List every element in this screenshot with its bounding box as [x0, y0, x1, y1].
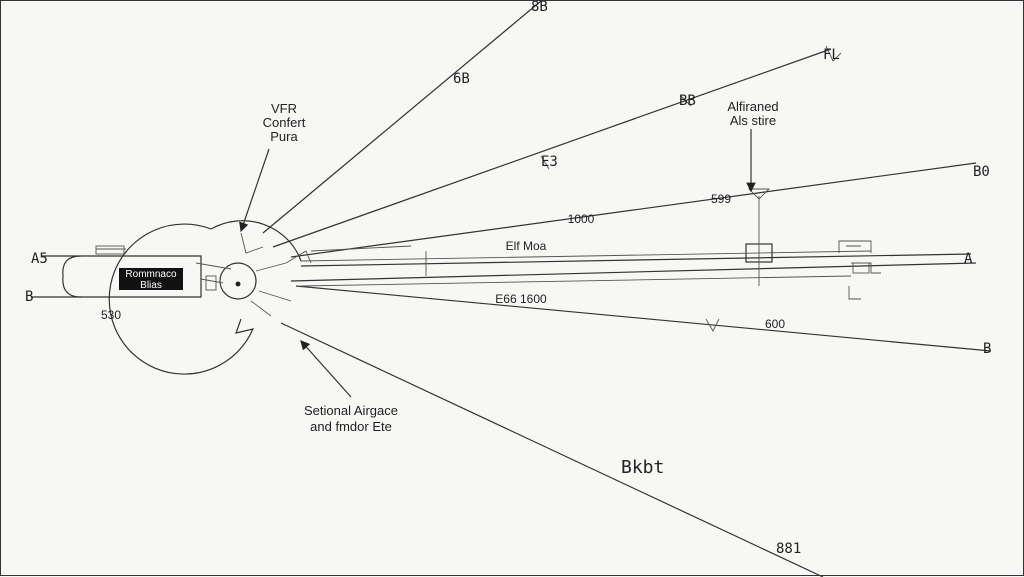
- sectional-arrow: [300, 340, 352, 398]
- mark-right-c: A: [964, 251, 973, 267]
- altitude-599: 599: [711, 192, 731, 206]
- radial-line-mid-lower: [295, 285, 992, 352]
- badge-line-1: Rommnaco: [125, 269, 177, 280]
- radial-line-upper: [272, 48, 832, 248]
- sectional-line-1: Setional Airgace: [304, 403, 398, 418]
- mark-right-a: FL: [823, 47, 840, 63]
- mark-top: 8B: [531, 1, 548, 15]
- axis-markers: [425, 45, 881, 332]
- radial-lines: [262, 1, 992, 577]
- mark-left-b: B: [25, 289, 33, 305]
- radial-line-track-a: [300, 250, 872, 262]
- mark-m1: 6B: [453, 71, 470, 87]
- mark-lower-sig: Bkbt: [621, 457, 664, 478]
- mark-right-d: B: [983, 341, 991, 357]
- radial-line-mid-upper: [290, 162, 977, 258]
- label-badge: [119, 268, 183, 290]
- mark-m2: E3: [541, 154, 558, 170]
- radial-line-track-b: [300, 275, 852, 287]
- mark-bottom: 881: [776, 541, 801, 557]
- airframe-line-2: Als stire: [730, 113, 776, 128]
- runway-body: [31, 245, 202, 298]
- altitude-530: 530: [101, 308, 121, 322]
- altitude-1000: 1000: [568, 212, 595, 226]
- vfr-line-1: VFR: [271, 101, 297, 116]
- radial-line-mid: [300, 253, 972, 267]
- vfr-line-3: Pura: [270, 129, 298, 144]
- vfr-line-2: Confert: [263, 115, 306, 130]
- hub-circle: [108, 220, 312, 375]
- airframe-line-1: Alfiraned: [727, 99, 778, 114]
- radial-line-axis: [290, 262, 977, 282]
- mark-m3: BB: [679, 93, 696, 109]
- hub-inner-circle: [219, 262, 257, 300]
- badge-line-2: Blias: [140, 280, 162, 291]
- sectional-line-2: and fmdor Ete: [310, 419, 392, 434]
- radial-line-track-c: [310, 245, 412, 252]
- altitude-e1600: E66 1600: [495, 292, 547, 306]
- altitude-600: 600: [765, 317, 785, 331]
- callout-arrows: [239, 129, 756, 398]
- triangle-marker: [747, 188, 771, 200]
- radial-line-bottom: [280, 322, 824, 577]
- altitude-elf: Elf Moa: [506, 239, 547, 253]
- mark-left-a: A5: [31, 251, 48, 267]
- mark-right-b: B0: [973, 164, 990, 180]
- vfr-arrow: [239, 148, 270, 233]
- radial-line-top: [262, 1, 542, 234]
